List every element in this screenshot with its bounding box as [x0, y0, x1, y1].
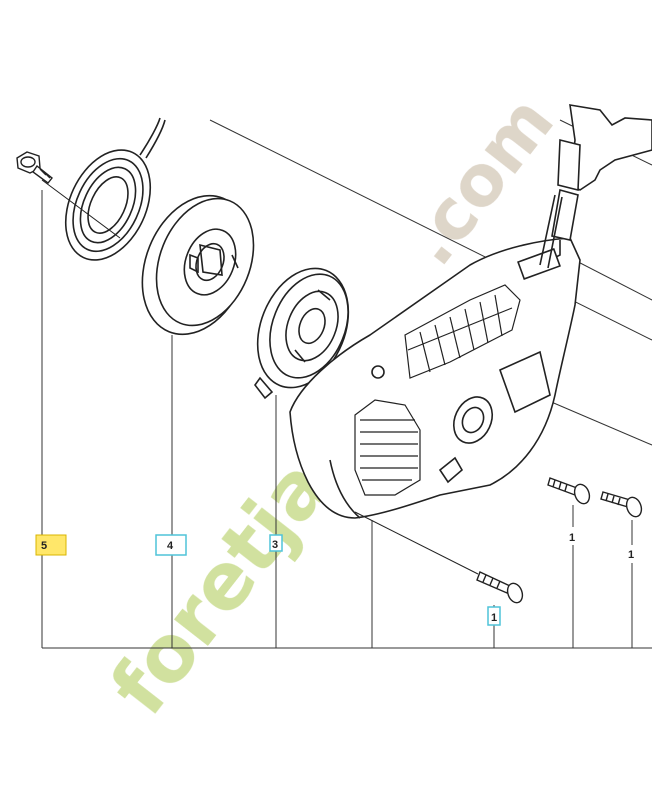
part-1-screw-center	[354, 511, 524, 604]
callout-1-mid-label: 1	[569, 532, 575, 544]
starter-housing	[289, 237, 581, 519]
callout-3[interactable]: 3	[269, 534, 283, 552]
callout-1-center-label: 1	[491, 612, 497, 624]
starter-handle	[539, 104, 652, 269]
callout-5[interactable]: 5	[35, 534, 67, 556]
part-5-screw	[16, 151, 121, 239]
callout-4-label: 4	[167, 540, 174, 552]
upper-grille	[404, 284, 521, 379]
part-1-screw-right	[600, 491, 643, 518]
lower-grille	[354, 399, 421, 496]
callout-4[interactable]: 4	[155, 534, 187, 556]
part-4-pulley	[141, 194, 255, 336]
leader-lines	[41, 190, 652, 649]
perspective-lines	[209, 119, 652, 446]
callout-1-right-label: 1	[628, 549, 634, 561]
callout-5-label: 5	[41, 540, 47, 552]
callout-1-mid[interactable]: 1	[569, 532, 575, 544]
recoil-spring	[64, 117, 166, 261]
callout-1-right[interactable]: 1	[628, 549, 634, 561]
part-1-screw-mid	[547, 477, 591, 505]
callout-3-label: 3	[272, 539, 278, 551]
part-3-starter-cup	[254, 267, 350, 400]
callout-1-center[interactable]: 1	[487, 606, 501, 626]
